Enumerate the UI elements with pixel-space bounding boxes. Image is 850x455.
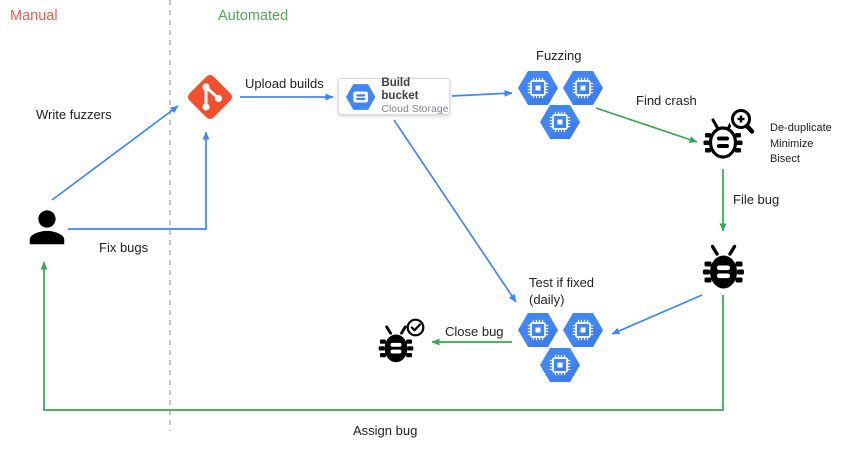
- fix-bugs-label: Fix bugs: [99, 240, 149, 255]
- git-icon: [188, 75, 232, 119]
- compute-engine-hexagon-icon: [540, 348, 580, 382]
- find-crash-label: Find crash: [636, 93, 697, 108]
- file-bug-label: File bug: [733, 192, 780, 207]
- edge-write-fuzzers: [51, 105, 179, 201]
- write-fuzzers-label: Write fuzzers: [36, 107, 112, 122]
- fuzzing-cluster: [518, 71, 603, 139]
- test-if-fixed-cluster: [518, 313, 603, 382]
- build-bucket-card: Build bucket Cloud Storage: [338, 77, 450, 115]
- daily-label: (daily): [529, 292, 565, 307]
- compute-engine-hexagon-icon: [563, 71, 603, 105]
- edge-bug-to-test: [611, 294, 703, 335]
- dedup-minimize-bisect-label: De-duplicate Minimize Bisect: [770, 121, 832, 168]
- edge-assign-bug: [40, 261, 724, 411]
- dedup-step: Minimize: [770, 137, 814, 150]
- compute-engine-hexagon-icon: [540, 105, 580, 139]
- edge-fix-bugs: [68, 131, 210, 230]
- person-icon: [29, 210, 65, 245]
- cloud-storage-subtitle: Cloud Storage: [381, 103, 449, 115]
- fuzzing-label: Fuzzing: [536, 48, 582, 63]
- dedup-step: Bisect: [770, 153, 800, 165]
- assign-bug-label: Assign bug: [353, 423, 418, 438]
- build-bucket-title: Build bucket: [381, 77, 419, 102]
- upload-builds-label: Upload builds: [245, 76, 324, 91]
- bug-icon: [701, 244, 746, 291]
- dedup-step: De-duplicate: [770, 122, 832, 134]
- cloud-storage-hexagon-icon: [346, 83, 376, 110]
- edge-find-crash: [595, 107, 698, 143]
- test-if-fixed-label: Test if fixed: [529, 275, 595, 290]
- edge-bucket-to-test: [393, 119, 517, 303]
- manual-zone-label: Manual: [10, 8, 58, 24]
- bug-verified-icon: [377, 318, 425, 364]
- bug-magnifier-icon: [703, 107, 755, 159]
- compute-engine-hexagon-icon: [518, 313, 558, 347]
- edge-bucket-to-fuzzing: [451, 89, 513, 97]
- close-bug-label: Close bug: [445, 324, 504, 339]
- compute-engine-hexagon-icon: [563, 313, 603, 347]
- compute-engine-hexagon-icon: [518, 71, 558, 105]
- automated-zone-label: Automated: [218, 8, 289, 24]
